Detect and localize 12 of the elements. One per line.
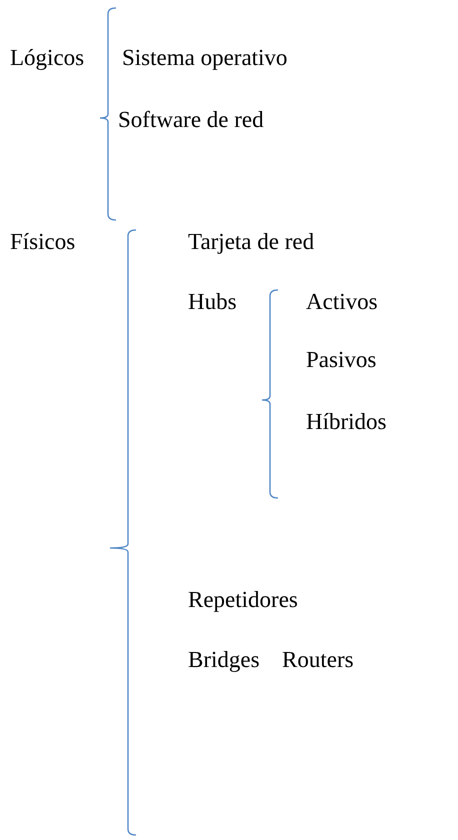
item-label: Tarjeta de red bbox=[188, 228, 314, 256]
item-label: Bridges bbox=[188, 646, 260, 674]
item-label: Hubs bbox=[188, 288, 237, 316]
category-label: Lógicos bbox=[10, 44, 84, 72]
item-label: Híbridos bbox=[306, 408, 386, 436]
item-label: Activos bbox=[306, 288, 378, 316]
item-label: Software de red bbox=[118, 106, 264, 134]
item-label: Pasivos bbox=[306, 346, 376, 374]
item-label: Sistema operativo bbox=[122, 44, 288, 72]
category-label: Físicos bbox=[10, 228, 76, 256]
item-label: Repetidores bbox=[188, 586, 298, 614]
item-label: Routers bbox=[282, 646, 354, 674]
